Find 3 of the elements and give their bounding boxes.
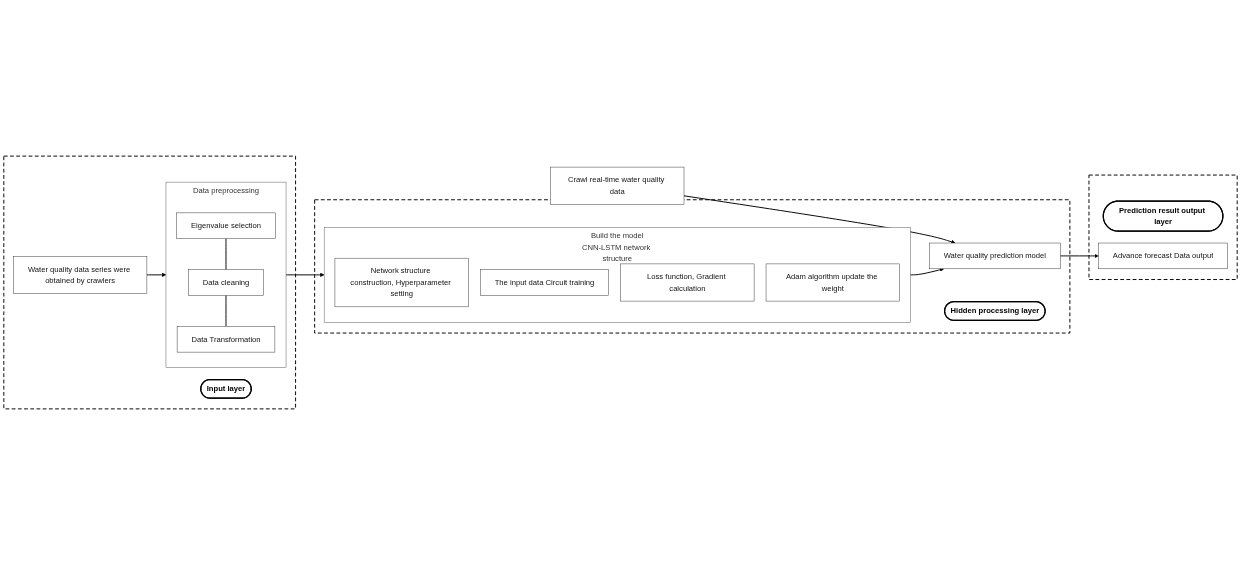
cluster [314,199,1071,334]
cluster [3,155,297,410]
cluster [1088,174,1238,280]
